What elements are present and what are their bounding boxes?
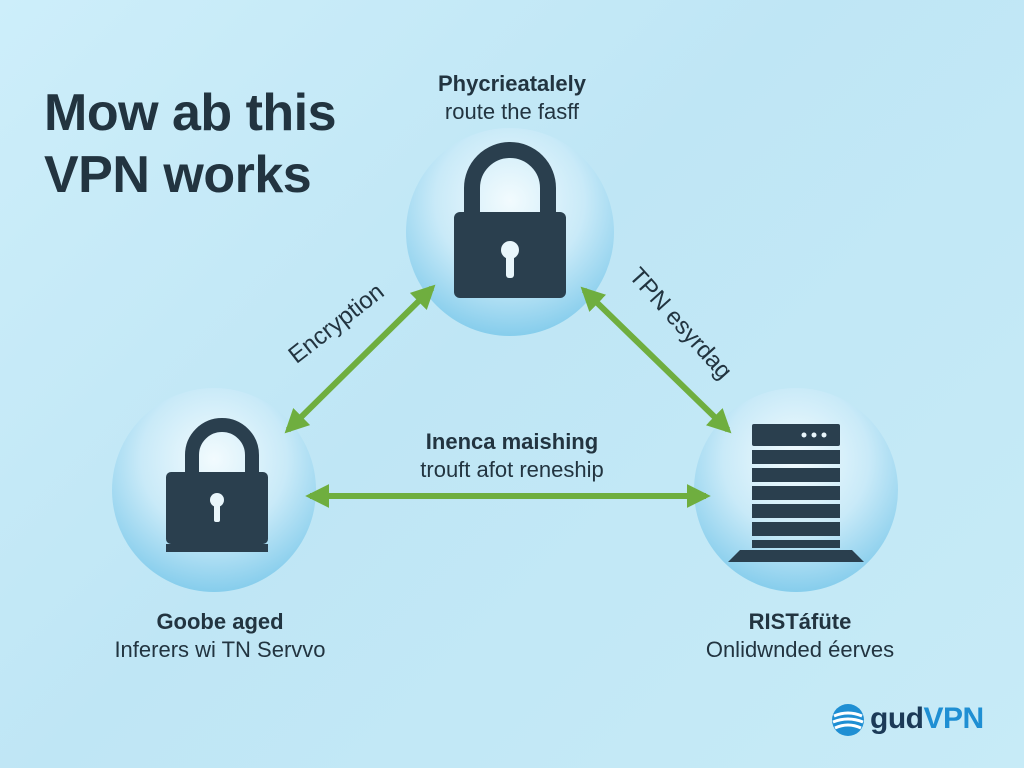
node-label-left: Goobe aged Inferers wi TN Servvo: [60, 608, 380, 664]
brand-name-part1: gud: [870, 702, 924, 735]
title-line-1: Mow ab this: [44, 84, 337, 142]
brand-name: gudVPN: [870, 700, 984, 738]
brand-logo: gudVPN: [830, 700, 1010, 740]
edge-label-left-right: Inenca maishing trouft afot reneship: [342, 428, 682, 484]
edge-left-right-heading: Inenca maishing: [425, 429, 599, 454]
node-left-heading: Goobe aged: [156, 609, 284, 634]
brand-name-part2: VPN: [923, 702, 984, 735]
node-top-heading: Phycrieatalely: [438, 71, 586, 96]
padlock-icon: [166, 418, 268, 552]
arrow-top-right: [580, 286, 732, 434]
padlock-icon: [454, 142, 566, 298]
node-right-heading: RISTáfüte: [748, 609, 852, 634]
page-title: Mow ab this VPN works: [44, 82, 337, 206]
title-line-2: VPN works: [44, 146, 312, 204]
node-label-right: RISTáfüte Onlidwnded éerves: [660, 608, 940, 664]
arrow-left-top: [284, 284, 436, 434]
edge-left-right-subtext: trouft afot reneship: [420, 457, 604, 482]
server-icon: [728, 424, 864, 562]
node-right-subtext: Onlidwnded éerves: [705, 637, 895, 662]
node-top-subtext: route the fasff: [444, 99, 580, 124]
globe-icon: [832, 704, 864, 736]
node-left-subtext: Inferers wi TN Servvo: [114, 637, 326, 662]
node-label-top: Phycrieatalely route the fasff: [362, 70, 662, 126]
